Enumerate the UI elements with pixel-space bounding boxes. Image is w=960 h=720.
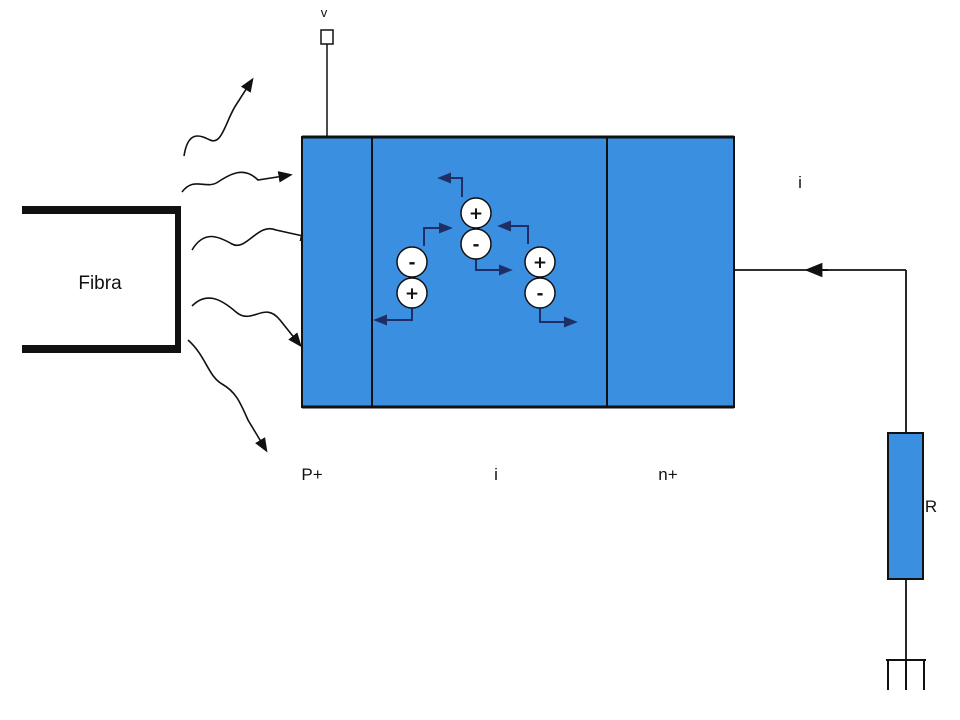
left-hole-carrier [396, 277, 428, 309]
right-hole-carrier [524, 246, 556, 278]
hole-carrier [460, 197, 492, 229]
right-electron-sign: - [536, 284, 543, 304]
current-label: i [798, 173, 802, 192]
resistor-label: R [925, 497, 937, 516]
incident-light-ray-1 [181, 171, 293, 193]
carrier-pairs: + - - + + - [373, 172, 578, 328]
left-hole-sign: + [405, 284, 419, 304]
incident-light-ray-2 [191, 227, 315, 251]
load-resistor [887, 432, 924, 580]
voltage-terminal: v [320, 5, 334, 137]
carrier-pair-left: - + [373, 222, 453, 326]
ground-symbol [886, 659, 926, 690]
right-electron-carrier [524, 277, 556, 309]
electron-drift-arrow [475, 256, 513, 276]
voltage-label: v [321, 5, 328, 20]
device-rectangle [301, 136, 735, 408]
light-rays [181, 77, 315, 453]
right-hole-sign: + [533, 253, 547, 273]
external-circuit: i R [734, 173, 937, 690]
reflected-light-ray [183, 77, 254, 157]
electron-sign: - [472, 235, 479, 255]
scattered-light-ray [187, 339, 268, 453]
left-electron-sign: - [408, 253, 415, 273]
right-pair-electron-arrow [539, 308, 578, 328]
left-pair-hole-arrow [373, 308, 413, 326]
incident-light-ray-3 [191, 297, 302, 348]
p-region-label: P+ [301, 465, 322, 484]
carrier-pair-right: + - [497, 220, 578, 328]
n-region-label: n+ [658, 465, 677, 484]
hole-drift-arrow [437, 172, 463, 197]
electron-carrier [460, 228, 492, 260]
optical-fiber: Fibra [22, 206, 181, 353]
i-region-label: i [494, 465, 498, 484]
left-electron-carrier [396, 246, 428, 278]
voltage-terminal-box [320, 29, 334, 45]
right-pair-hole-arrow [497, 220, 529, 244]
carrier-pair-center: + - [437, 172, 513, 276]
photodiode-body [301, 135, 735, 409]
fiber-label: Fibra [78, 273, 122, 294]
left-pair-electron-arrow [423, 222, 453, 246]
hole-sign: + [469, 204, 483, 224]
